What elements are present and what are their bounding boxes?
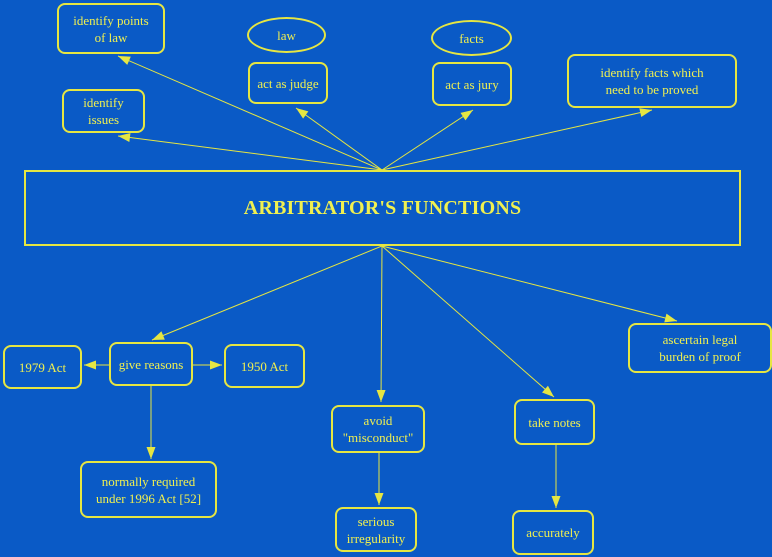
node-facts: facts [431, 20, 512, 56]
edge-center-jury [381, 109, 474, 171]
edge-center-burden [381, 245, 678, 323]
node-identify-points-of-law: identify points of law [57, 3, 165, 54]
node-take-notes: take notes [514, 399, 595, 445]
edge-center-points-of-law [117, 55, 383, 171]
edge-center-take-notes [381, 245, 555, 398]
node-law: law [247, 17, 326, 53]
edge-notes-accurately [551, 445, 561, 508]
edge-reasons-1950 [193, 360, 222, 370]
node-normally-required: normally required under 1996 Act [52] [80, 461, 217, 518]
node-avoid-misconduct: avoid "misconduct" [331, 405, 425, 453]
node-accurately: accurately [512, 510, 594, 555]
node-burden-of-proof: ascertain legal burden of proof [628, 323, 772, 373]
edge-reasons-normally [146, 386, 156, 459]
node-act-as-jury: act as jury [432, 62, 512, 106]
edge-misconduct-serious [374, 453, 384, 505]
edge-center-identify-facts [381, 108, 653, 171]
node-1950-act: 1950 Act [224, 344, 305, 388]
node-give-reasons: give reasons [109, 342, 193, 386]
node-identify-issues: identify issues [62, 89, 145, 133]
edge-center-judge [295, 107, 383, 171]
node-1979-act: 1979 Act [3, 345, 82, 389]
edge-reasons-1979 [84, 360, 109, 370]
edge-center-give-reasons [151, 245, 383, 341]
edge-center-misconduct [376, 245, 386, 403]
node-act-as-judge: act as judge [248, 62, 328, 104]
edge-center-issues [117, 133, 383, 171]
node-arbitrators-functions: ARBITRATOR'S FUNCTIONS [24, 170, 741, 246]
node-serious-irregularity: serious irregularity [335, 507, 417, 552]
node-identify-facts: identify facts which need to be proved [567, 54, 737, 108]
